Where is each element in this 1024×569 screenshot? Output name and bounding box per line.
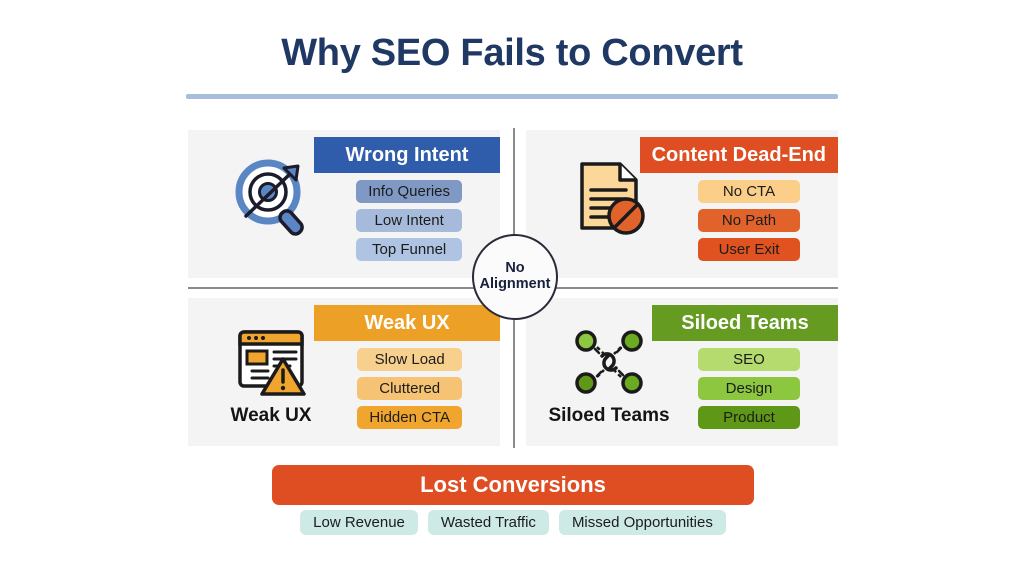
icon-caption-weak-ux: Weak UX — [230, 405, 312, 426]
browser-warning-icon — [238, 330, 306, 396]
center-hub-line-2: Alignment — [479, 276, 551, 292]
page-title-wrap: Why SEO Fails to Convert — [0, 34, 1024, 72]
icon-area-content-dead-end — [544, 158, 674, 245]
outcome-pill-row: Low Revenue Wasted Traffic Missed Opport… — [272, 510, 754, 535]
pill-no-cta[interactable]: No CTA — [698, 180, 800, 203]
center-hub-label: No Alignment — [479, 260, 551, 293]
pill-cluttered[interactable]: Cluttered — [357, 377, 462, 400]
quadrant-header-weak-ux[interactable]: Weak UX — [314, 305, 500, 341]
outcome-pill-wasted-traffic[interactable]: Wasted Traffic — [427, 510, 549, 535]
icon-area-weak-ux: Weak UX — [206, 326, 336, 427]
pill-user-exit[interactable]: User Exit — [698, 238, 800, 261]
title-underline-rule — [186, 94, 838, 99]
target-magnifier-icon — [235, 159, 304, 236]
pill-slow-load[interactable]: Slow Load — [357, 348, 462, 371]
pill-no-path[interactable]: No Path — [698, 209, 800, 232]
quadrant-panel-weak-ux[interactable]: Weak UX Weak UX Slow Load Cluttered Hidd… — [188, 298, 500, 446]
quadrant-panel-wrong-intent[interactable]: Wrong Intent Info Queries Low Intent Top… — [188, 130, 500, 278]
center-hub-no-alignment[interactable]: No Alignment — [472, 234, 558, 320]
quadrant-header-content-dead-end[interactable]: Content Dead-End — [639, 137, 838, 173]
outcome-pill-missed-opportunities[interactable]: Missed Opportunities — [558, 510, 726, 535]
icon-area-siloed-teams: Siloed Teams — [544, 326, 674, 427]
center-hub-line-1: No — [505, 260, 525, 277]
quadrant-header-siloed-teams[interactable]: Siloed Teams — [652, 305, 838, 341]
page-title: Why SEO Fails to Convert — [281, 32, 743, 74]
quadrant-panel-siloed-teams[interactable]: Siloed Teams Siloed Teams SEO Design Pro… — [526, 298, 838, 446]
document-blocked-icon — [580, 162, 645, 235]
pill-stack-content-dead-end: No CTA No Path User Exit — [698, 180, 800, 261]
outcome-pill-low-revenue[interactable]: Low Revenue — [300, 510, 418, 535]
broken-chain-network-icon — [575, 330, 643, 394]
pill-seo[interactable]: SEO — [698, 348, 800, 371]
pill-hidden-cta[interactable]: Hidden CTA — [357, 406, 462, 429]
pill-design[interactable]: Design — [698, 377, 800, 400]
icon-area-wrong-intent — [206, 158, 336, 245]
pill-product[interactable]: Product — [698, 406, 800, 429]
quadrant-panel-content-dead-end[interactable]: Content Dead-End No CTA No Path User Exi… — [526, 130, 838, 278]
icon-caption-siloed-teams: Siloed Teams — [548, 405, 670, 426]
pill-low-intent[interactable]: Low Intent — [356, 209, 462, 232]
pill-stack-siloed-teams: SEO Design Product — [698, 348, 800, 429]
pill-info-queries[interactable]: Info Queries — [356, 180, 462, 203]
pill-stack-weak-ux: Slow Load Cluttered Hidden CTA — [357, 348, 462, 429]
lost-conversions-banner[interactable]: Lost Conversions — [272, 465, 754, 505]
pill-top-funnel[interactable]: Top Funnel — [356, 238, 462, 261]
pill-stack-wrong-intent: Info Queries Low Intent Top Funnel — [356, 180, 462, 261]
quadrant-header-wrong-intent[interactable]: Wrong Intent — [314, 137, 500, 173]
quadrant-matrix: Wrong Intent Info Queries Low Intent Top… — [188, 128, 838, 448]
